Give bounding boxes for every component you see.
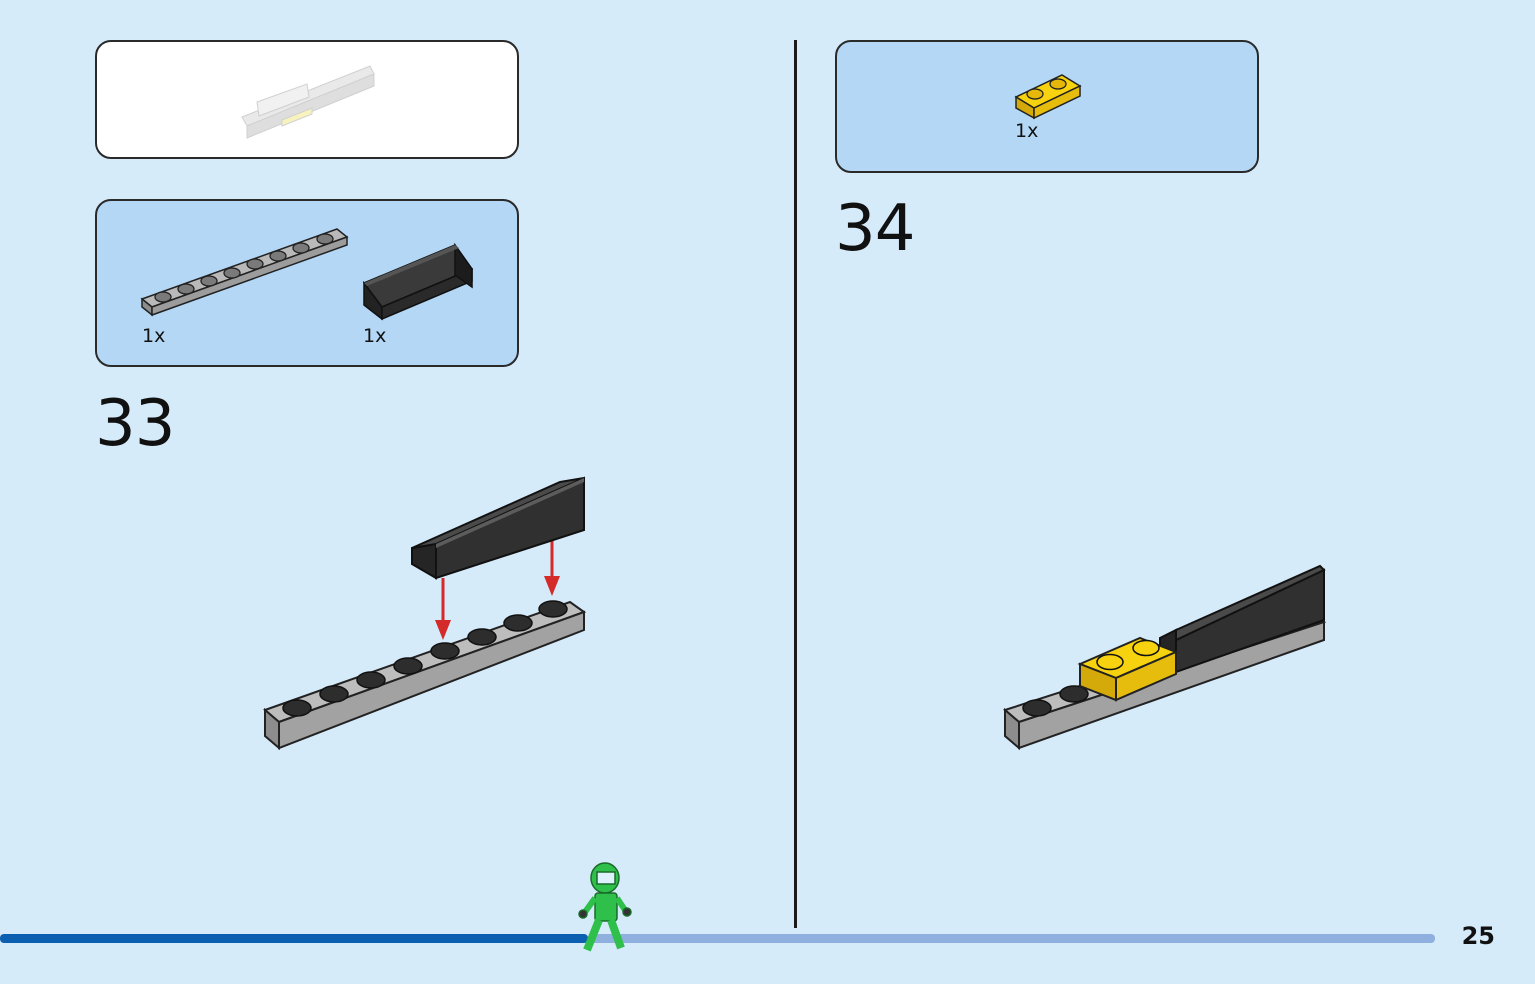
step-34-assembly-illustration [1002,564,1327,751]
submodel-preview-callout [95,40,519,159]
minifigure-icon [578,862,632,952]
part-black-angle-plate-image [362,242,474,321]
submodel-preview-image [241,65,375,139]
part-gray-plate-1x8-image [140,228,349,317]
step-number: 33 [95,387,175,461]
part-quantity: 1x [142,325,166,347]
part-quantity: 1x [1015,120,1039,142]
column-divider [794,40,797,928]
step-33-parts-list: 1x 1x [95,199,519,367]
step-33-assembly-illustration [263,476,587,751]
step-number: 34 [835,192,915,266]
step-34-parts-list: 1x [835,40,1259,173]
progress-bar-remaining [588,934,1435,943]
part-quantity: 1x [363,325,387,347]
progress-bar-completed [0,934,588,943]
part-yellow-plate-1x2-image [1014,74,1082,120]
page-number: 25 [1461,922,1495,950]
